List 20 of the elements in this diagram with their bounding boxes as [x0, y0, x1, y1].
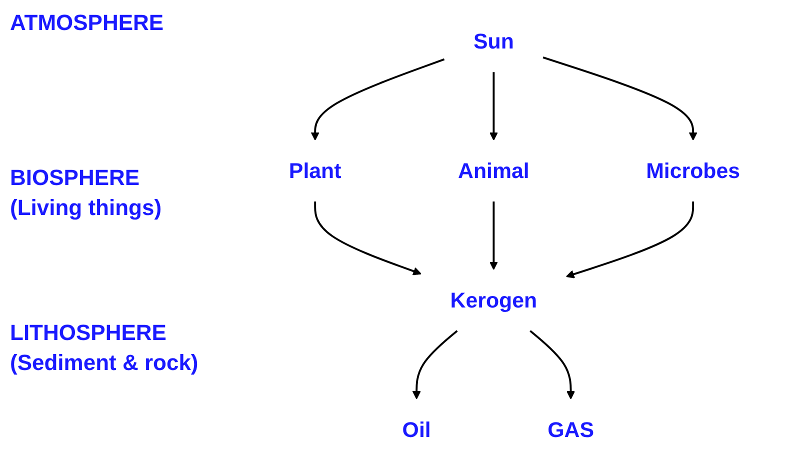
node-text: Microbes [646, 158, 740, 183]
arrow [542, 56, 698, 141]
node-text: Oil [402, 417, 431, 442]
arrow [566, 201, 694, 278]
arrow [530, 330, 576, 400]
node-text: GAS [548, 417, 594, 442]
arrow [412, 330, 458, 400]
node-text: Plant [288, 158, 342, 183]
layer-label: (Living things) [10, 195, 162, 221]
arrow [489, 201, 498, 270]
arrow [310, 58, 445, 141]
layer-label: LITHOSPHERE [10, 320, 166, 346]
layer-label: BIOSPHERE [10, 165, 140, 191]
layer-label: (Sediment & rock) [10, 350, 198, 376]
arrow [314, 201, 422, 276]
layer-label: ATMOSPHERE [10, 10, 164, 36]
node-text: Animal [458, 158, 530, 183]
node-text: Sun [473, 29, 514, 54]
node-text: Kerogen [450, 288, 538, 312]
arrow [489, 72, 498, 141]
